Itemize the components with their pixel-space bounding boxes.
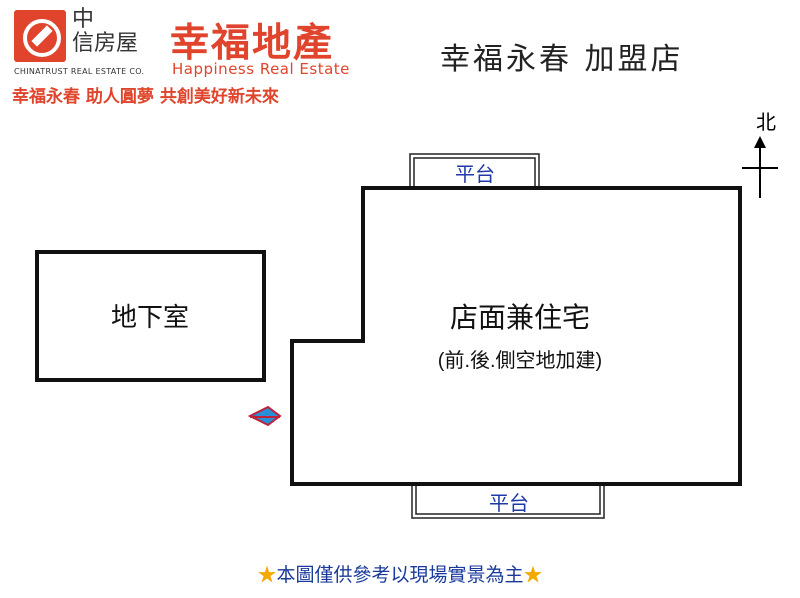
- brand-english-name: CHINATRUST REAL ESTATE CO.: [14, 67, 145, 76]
- brand-name-line2: 信房屋: [72, 31, 139, 56]
- brand-name: 中 信房屋: [72, 8, 138, 56]
- north-arrow-icon: [742, 136, 778, 198]
- basement-label: 地下室: [110, 302, 189, 332]
- disclaimer-text: 本圖僅供參考以現場實景為主: [276, 564, 524, 586]
- north-label: 北: [756, 110, 776, 134]
- basement-room: [35, 250, 266, 382]
- shop-residence-room: [290, 186, 742, 486]
- store-name: 幸福永春 加盟店: [440, 42, 684, 77]
- chinatrust-logo-icon: [14, 10, 66, 62]
- franchise-name: 幸福地產: [170, 21, 335, 66]
- star-icon: ★: [257, 564, 277, 586]
- shop-residence-note: (前.後.側空地加建): [437, 350, 603, 372]
- entrance-arrow-icon: [247, 405, 282, 427]
- slogan: 幸福永春 助人圓夢 共創美好新未來: [12, 87, 279, 107]
- disclaimer: ★本圖僅供參考以現場實景為主★: [0, 560, 800, 587]
- platform-bottom: [411, 483, 605, 519]
- platform-top-label: 平台: [455, 162, 495, 186]
- platform-bottom-label: 平台: [489, 491, 529, 515]
- shop-residence-label: 店面兼住宅: [449, 302, 590, 333]
- franchise-english-name: Happiness Real Estate: [172, 60, 350, 78]
- brand-name-line1: 中: [72, 7, 95, 32]
- star-icon: ★: [523, 564, 543, 586]
